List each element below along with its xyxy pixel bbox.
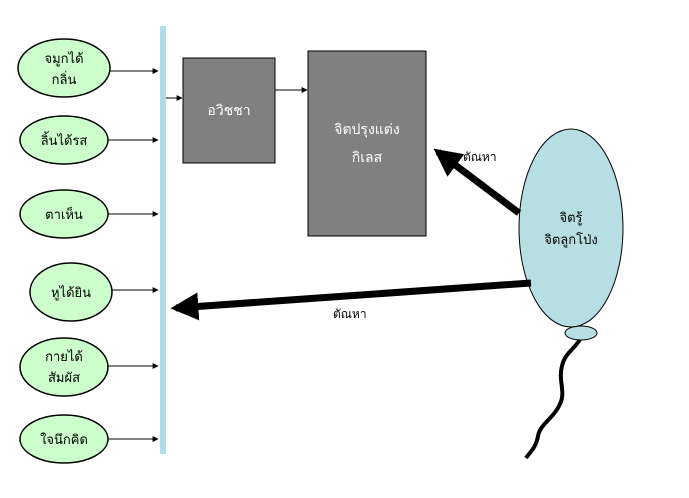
sense-label-line1: ใจนึกคิด bbox=[40, 432, 88, 448]
sense-node: ใจนึกคิด bbox=[19, 414, 109, 464]
balloon-label-line1: จิตรู้ bbox=[559, 211, 582, 226]
craving-arrow-to-mind bbox=[433, 148, 522, 216]
balloon-label-line2: จิตลูกโป่ง bbox=[544, 232, 598, 248]
mind-label-line1: จิตปรุงแต่ง bbox=[334, 122, 400, 138]
sense-node: หูได้ยิน bbox=[29, 262, 113, 322]
sense-node: จมูกได้ กลิ่น bbox=[17, 38, 111, 98]
mind-box: จิตปรุงแต่ง กิเลส bbox=[307, 50, 427, 237]
avijja-box: อวิชชา bbox=[182, 57, 276, 164]
sense-node: ตาเห็น bbox=[19, 189, 109, 239]
sense-collector-bar bbox=[160, 26, 166, 454]
avijja-label: อวิชชา bbox=[207, 103, 250, 119]
balloon-string bbox=[524, 335, 584, 460]
sense-label-line2: กลิ่น bbox=[52, 71, 77, 88]
sense-label-line1: จมูกได้ bbox=[44, 51, 83, 67]
sense-label-line1: หูได้ยิน bbox=[51, 285, 91, 301]
sense-label-line1: กายได้ bbox=[45, 349, 83, 365]
sense-node: กายได้ สัมผัส bbox=[19, 337, 109, 397]
sense-label-line1: ลิ้นได้รส bbox=[41, 131, 88, 149]
sense-node: ลิ้นได้รส bbox=[19, 115, 109, 165]
mind-label-line2: กิเลส bbox=[352, 150, 383, 166]
sense-label-line2: สัมผัส bbox=[48, 371, 80, 386]
craving-arrow-to-senses bbox=[170, 279, 532, 321]
mind-balloon: จิตรู้ จิตลูกโป่ง bbox=[518, 128, 624, 328]
craving-label-lower: ตัณหา bbox=[333, 307, 367, 321]
craving-label-upper: ตัณหา bbox=[463, 150, 497, 164]
sense-arrows bbox=[108, 68, 159, 442]
balloon-knot bbox=[564, 325, 598, 341]
sense-label-line1: ตาเห็น bbox=[45, 205, 83, 223]
